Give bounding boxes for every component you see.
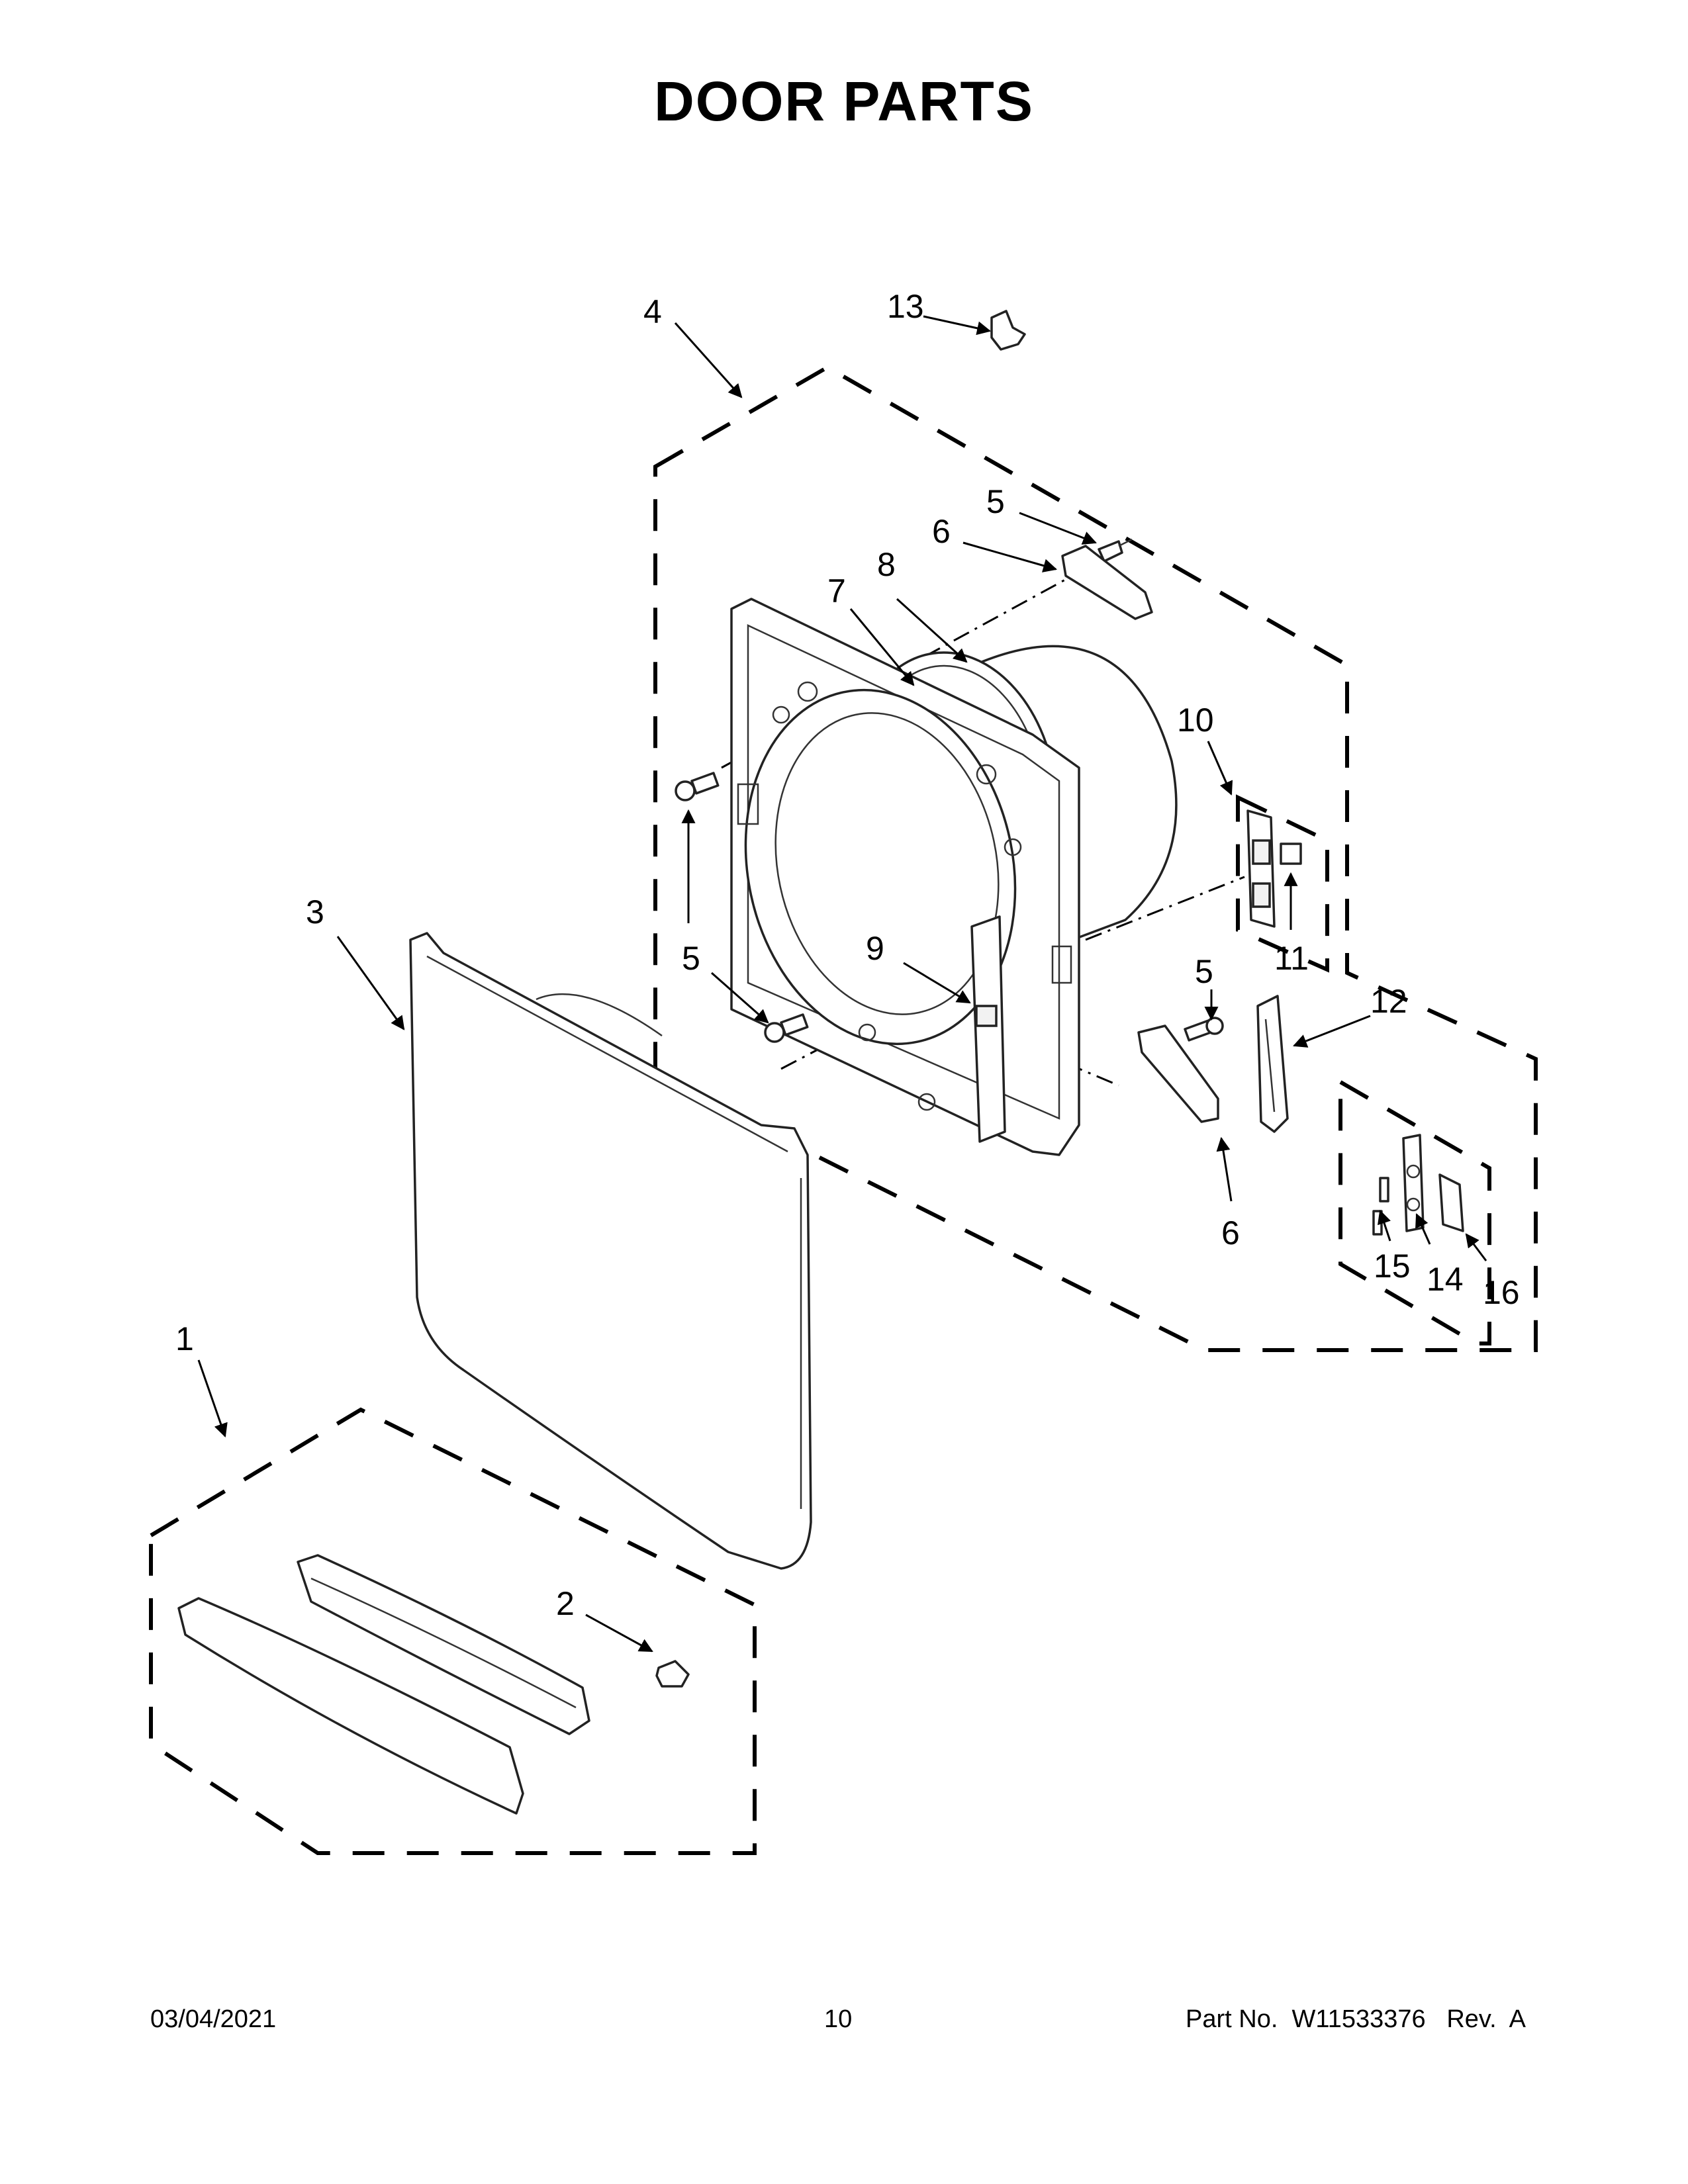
footer-part-number: Part No. W11533376 Rev. A: [1186, 2005, 1526, 2033]
part-5-screw-left: [675, 772, 720, 801]
callout-6-top: 6: [932, 513, 951, 550]
callout-8: 8: [877, 546, 896, 583]
callout-5-top: 5: [986, 483, 1005, 520]
callout-12: 12: [1370, 983, 1407, 1020]
leader-6-top: [962, 541, 1058, 572]
callout-15: 15: [1374, 1248, 1411, 1285]
leader-12: [1293, 1015, 1371, 1048]
leader-3: [336, 936, 405, 1030]
part-2-screw: [655, 1660, 690, 1688]
group-1-boundary: [149, 1407, 757, 1855]
callout-11: 11: [1274, 940, 1309, 977]
callout-7: 7: [827, 572, 846, 610]
part-5-screw-bottom: [764, 1013, 809, 1043]
part-9-strike-plate: [970, 915, 1006, 1143]
leader-4: [674, 322, 743, 398]
leader-2: [585, 1614, 653, 1653]
callout-1: 1: [175, 1320, 194, 1357]
leader-14: [1415, 1213, 1431, 1245]
part-5-screw-top: [1098, 538, 1133, 563]
footer-page-number: 10: [824, 2005, 853, 2033]
callout-6-bottom: 6: [1221, 1214, 1240, 1251]
group-12-boundary: [1338, 1078, 1491, 1345]
leader-9: [903, 962, 971, 1004]
leader-5-bottom: [711, 972, 769, 1024]
callout-10: 10: [1177, 702, 1214, 739]
leader-13: [923, 315, 992, 336]
callout-2: 2: [556, 1585, 575, 1622]
part-11-latch-switch: [1280, 842, 1302, 865]
part-3-outer-door: [409, 932, 812, 1570]
leader-1: [197, 1359, 228, 1437]
callout-14: 14: [1427, 1261, 1464, 1298]
part-1-handle: [177, 1554, 590, 1815]
callout-5-left: 5: [682, 940, 700, 977]
callout-16: 16: [1483, 1274, 1520, 1311]
part-16-hinge-bracket: [1438, 1173, 1464, 1232]
part-10-latch-bracket: [1246, 809, 1276, 928]
leader-5-top: [1019, 512, 1097, 545]
callout-5-right: 5: [1195, 953, 1213, 990]
callout-9: 9: [866, 930, 884, 967]
leader-16: [1465, 1233, 1487, 1261]
group-4-boundary: [653, 365, 1538, 1352]
callout-3: 3: [306, 893, 324, 931]
callout-13: 13: [887, 288, 924, 325]
callout-4: 4: [643, 293, 662, 330]
group-10-boundary: [1236, 794, 1329, 973]
leader-6-bottom: [1216, 1136, 1233, 1202]
part-13-clip: [990, 310, 1026, 351]
leader-10: [1207, 741, 1233, 796]
part-14-hinge: [1402, 1134, 1425, 1232]
page-title: DOOR PARTS: [654, 70, 1034, 132]
leader-15: [1378, 1210, 1391, 1242]
part-5-screw-right: [1184, 1017, 1224, 1042]
axis-line-latch: [1085, 876, 1245, 941]
footer-date: 03/04/2021: [150, 2005, 277, 2033]
part-6-hinge-plate-top: [1061, 545, 1153, 620]
leader-8: [896, 598, 968, 663]
part-12-hinge-cover: [1256, 995, 1289, 1133]
leader-7: [849, 608, 915, 686]
part-6-hinge-plate-bottom: [1137, 1024, 1219, 1123]
